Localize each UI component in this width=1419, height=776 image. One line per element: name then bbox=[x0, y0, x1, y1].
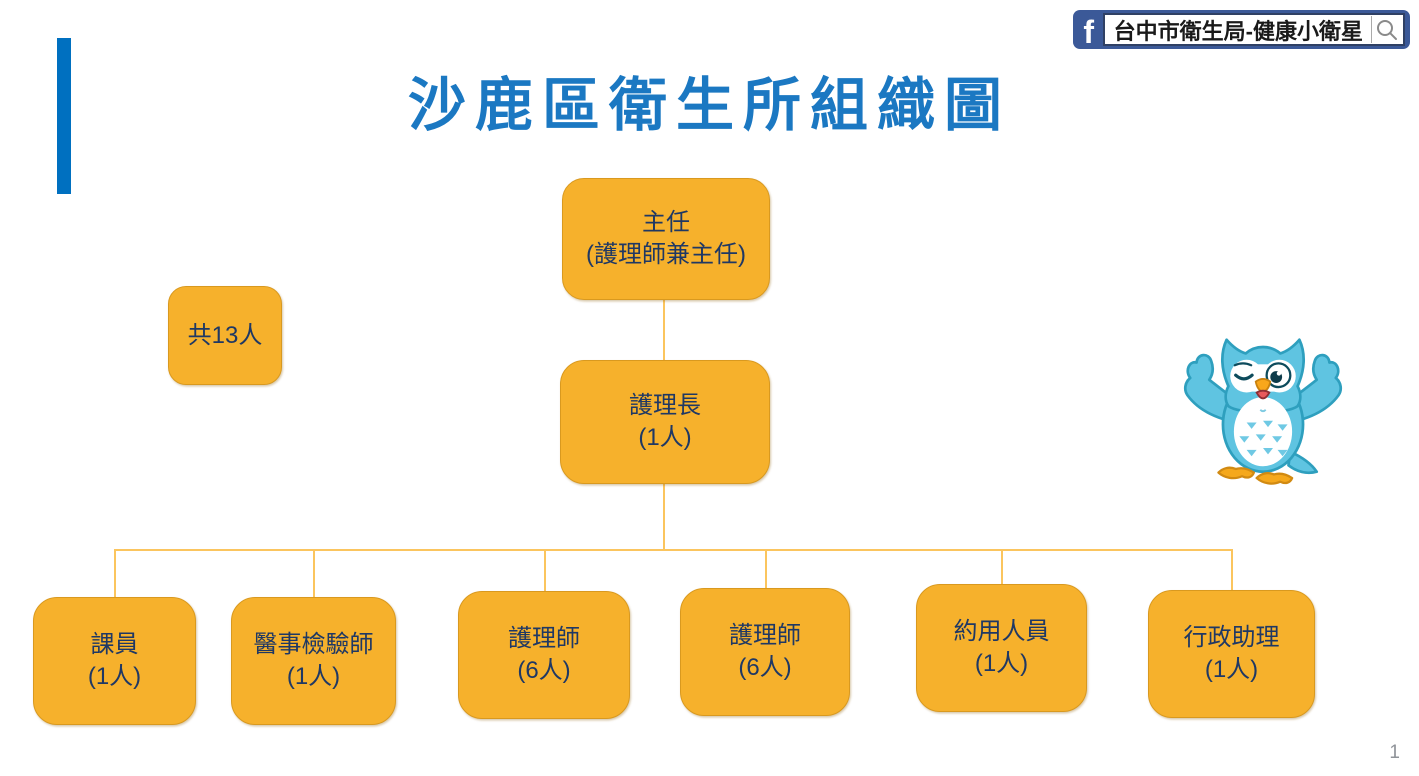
connector-line bbox=[663, 483, 665, 550]
node-title: 護理長 bbox=[629, 392, 701, 420]
connector-line bbox=[114, 549, 116, 597]
node-total-count: 共13人 bbox=[168, 286, 282, 385]
node-subtitle: (6人) bbox=[738, 654, 792, 681]
node-title: 行政助理 bbox=[1183, 624, 1280, 652]
facebook-page-name: 台中市衛生局-健康小衛星 bbox=[1113, 18, 1363, 44]
node-medical-technologist: 醫事檢驗師 (1人) bbox=[231, 597, 396, 725]
connector-line bbox=[765, 549, 767, 588]
node-subtitle: (1人) bbox=[1204, 656, 1259, 683]
owl-mascot-illustration bbox=[1183, 338, 1343, 485]
node-title: 共13人 bbox=[187, 321, 263, 349]
title-accent-bar bbox=[57, 38, 71, 194]
page-number: 1 bbox=[1389, 742, 1400, 763]
connector-line bbox=[544, 549, 546, 591]
facebook-icon: f bbox=[1083, 13, 1094, 50]
page-title: 沙鹿區衛生所組織圖 bbox=[407, 73, 1011, 138]
node-subtitle: (護理師兼主任) bbox=[586, 241, 746, 268]
node-title: 護理師 bbox=[729, 622, 801, 650]
node-director: 主任 (護理師兼主任) bbox=[562, 178, 770, 300]
node-title: 約用人員 bbox=[953, 618, 1050, 646]
divider bbox=[1371, 16, 1372, 43]
node-contract-staff: 約用人員 (1人) bbox=[916, 584, 1087, 712]
node-nurse-2: 護理師 (6人) bbox=[680, 588, 850, 716]
connector-line bbox=[1001, 549, 1003, 584]
node-title: 主任 bbox=[642, 209, 690, 237]
node-head-nurse: 護理長 (1人) bbox=[560, 360, 770, 484]
node-title: 護理師 bbox=[508, 625, 580, 653]
node-subtitle: (1人) bbox=[974, 650, 1029, 677]
node-title: 醫事檢驗師 bbox=[253, 631, 374, 659]
node-nurse-1: 護理師 (6人) bbox=[458, 591, 630, 719]
connector-line bbox=[663, 300, 665, 362]
node-subtitle: (6人) bbox=[517, 657, 571, 684]
search-icon bbox=[1377, 19, 1397, 40]
connector-line bbox=[313, 549, 315, 597]
node-title: 課員 bbox=[90, 631, 139, 659]
node-subtitle: (1人) bbox=[638, 424, 692, 451]
facebook-badge[interactable]: f 台中市衛生局-健康小衛星 bbox=[1072, 10, 1410, 50]
node-subtitle: (1人) bbox=[87, 663, 142, 690]
node-admin-assistant: 行政助理 (1人) bbox=[1148, 590, 1315, 718]
connector-line bbox=[1231, 549, 1233, 590]
facebook-search-box: 台中市衛生局-健康小衛星 bbox=[1102, 13, 1405, 46]
node-clerk: 課員 (1人) bbox=[33, 597, 196, 725]
node-subtitle: (1人) bbox=[286, 663, 341, 690]
connector-line bbox=[114, 549, 1232, 551]
